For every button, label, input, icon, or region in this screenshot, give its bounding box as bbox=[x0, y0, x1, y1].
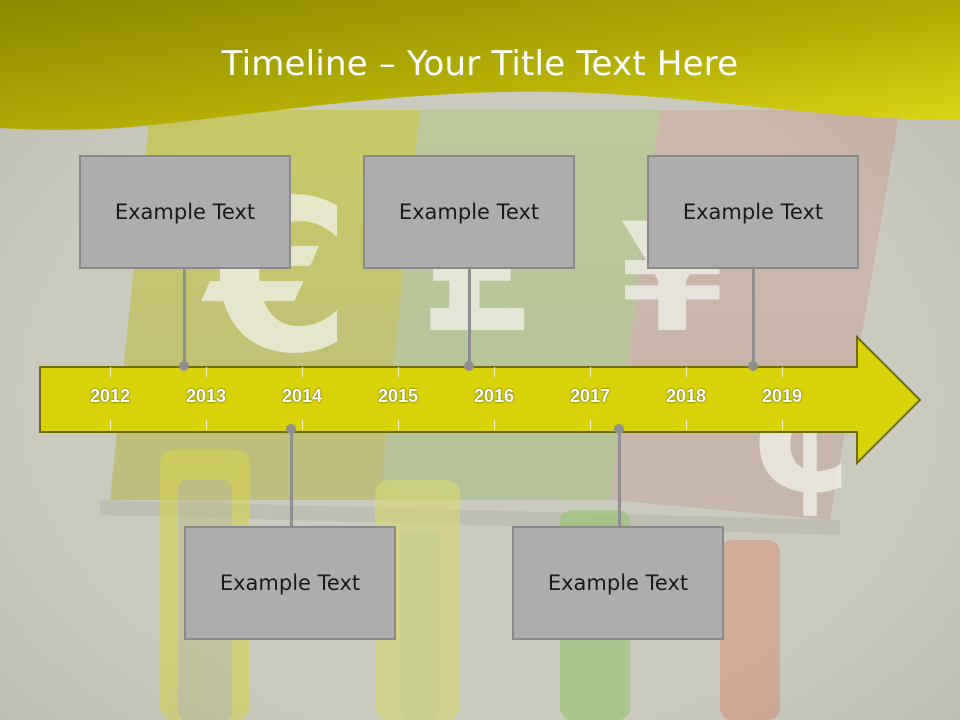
connector-dot bbox=[614, 424, 624, 434]
year-tick bbox=[110, 420, 111, 430]
year-label-2015[interactable]: 2015 bbox=[377, 386, 419, 406]
timeline-arrow bbox=[39, 334, 922, 466]
year-tick bbox=[110, 367, 111, 377]
year-tick bbox=[494, 367, 495, 377]
connector-line bbox=[752, 268, 755, 366]
year-label-2018[interactable]: 2018 bbox=[665, 386, 707, 406]
year-tick bbox=[782, 420, 783, 430]
year-tick bbox=[590, 420, 591, 430]
year-tick bbox=[782, 367, 783, 377]
year-tick bbox=[494, 420, 495, 430]
year-tick bbox=[398, 367, 399, 377]
connector-dot bbox=[464, 361, 474, 371]
connector-line bbox=[468, 268, 471, 366]
timeline-textbox-bottom-1[interactable]: Example Text bbox=[184, 526, 396, 640]
connector-line bbox=[290, 430, 293, 526]
year-tick bbox=[302, 367, 303, 377]
connector-dot bbox=[179, 361, 189, 371]
connector-dot bbox=[748, 361, 758, 371]
year-label-2012[interactable]: 2012 bbox=[89, 386, 131, 406]
timeline-textbox-bottom-2[interactable]: Example Text bbox=[512, 526, 724, 640]
year-label-2019[interactable]: 2019 bbox=[761, 386, 803, 406]
year-tick bbox=[686, 367, 687, 377]
connector-dot bbox=[286, 424, 296, 434]
year-tick bbox=[206, 367, 207, 377]
timeline-textbox-top-1[interactable]: Example Text bbox=[79, 155, 291, 269]
timeline-textbox-top-2[interactable]: Example Text bbox=[363, 155, 575, 269]
year-tick bbox=[686, 420, 687, 430]
connector-line bbox=[183, 268, 186, 366]
slide-title[interactable]: Timeline – Your Title Text Here bbox=[221, 44, 739, 84]
year-label-2016[interactable]: 2016 bbox=[473, 386, 515, 406]
year-tick bbox=[590, 367, 591, 377]
header-band bbox=[0, 0, 960, 130]
year-tick bbox=[302, 420, 303, 430]
timeline-textbox-top-3[interactable]: Example Text bbox=[647, 155, 859, 269]
year-label-2014[interactable]: 2014 bbox=[281, 386, 323, 406]
connector-line bbox=[618, 430, 621, 526]
year-tick bbox=[206, 420, 207, 430]
year-label-2013[interactable]: 2013 bbox=[185, 386, 227, 406]
year-label-2017[interactable]: 2017 bbox=[569, 386, 611, 406]
year-tick bbox=[398, 420, 399, 430]
